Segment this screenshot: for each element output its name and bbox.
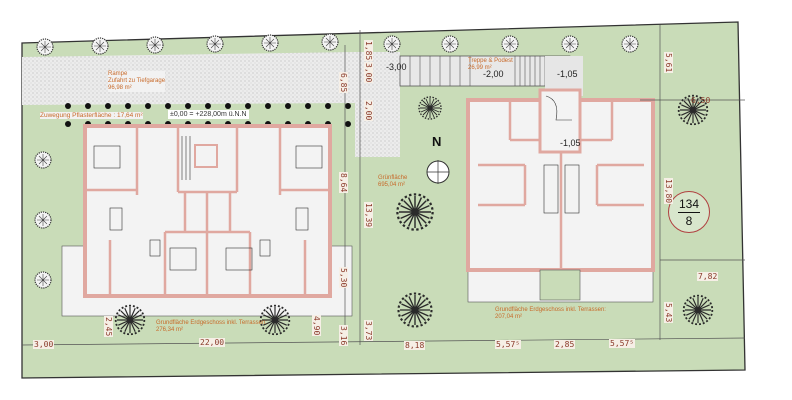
dim-4-90: 4,90 (312, 315, 321, 337)
elevation-stairs-mid: -2,00 (483, 69, 504, 79)
green-area-note: Grünfläche 695,04 m² (378, 175, 408, 188)
dim-3-16: 3,16 (339, 325, 348, 347)
dim-2-00: 2,00 (364, 100, 373, 122)
right-building (466, 88, 655, 303)
parcel-number-bottom: 8 (685, 214, 693, 228)
parcel-number-top: 134 (678, 197, 700, 211)
dim-22-00: 22,00 (199, 338, 226, 347)
basement-stairs (399, 55, 571, 87)
ground-floor-right-note: Grundfläche Erdgeschoss inkl. Terrassen:… (495, 307, 606, 320)
ground-floor-left-note: Grundfläche Erdgeschoss inkl. Terrassen:… (156, 320, 267, 333)
dim-5-57-b: 5,57⁵ (609, 339, 636, 348)
stairs-landing-note: Treppe & Podest 26,99 m² (468, 58, 513, 71)
dim-6-50: 6,50 (691, 96, 711, 105)
dim-2-85: 2,85 (554, 340, 576, 349)
ramp-paving (22, 52, 355, 105)
dim-13-80: 13,80 (664, 178, 673, 205)
elevation-ramp-bottom: -3,00 (386, 62, 407, 72)
dim-2-45: 2,45 (104, 316, 113, 338)
dim-3-00-vertical: 3,00 (364, 62, 373, 84)
dim-7-82: 7,82 (697, 272, 719, 281)
elevation-landing: -1,05 (557, 69, 578, 79)
elevation-stairwell: -1,05 (560, 138, 581, 148)
dim-3-73: 3,73 (364, 320, 373, 342)
dim-5-57-a: 5,57⁵ (495, 340, 522, 349)
dim-6-85: 6,85 (339, 72, 348, 94)
left-building (61, 124, 353, 317)
dim-3-00-horizontal: 3,00 (33, 340, 55, 349)
reference-elevation: ±0,00 = +228,00m ü.N.N (168, 110, 249, 119)
dim-8-64: 8,64 (339, 172, 348, 194)
dim-8-18: 8,18 (404, 341, 426, 350)
ramp-note: Rampe Zufahrt zu Tiefgarage 96,98 m² (108, 71, 166, 92)
dim-5-61: 5,61 (664, 52, 673, 74)
dim-5-43: 5,43 (664, 302, 673, 324)
dim-5-30: 5,30 (339, 267, 348, 289)
dim-1-85: 1,85 (364, 40, 373, 62)
dim-13-39: 13,39 (364, 202, 373, 229)
parcel-divider (678, 212, 700, 213)
parcel-number: 134 8 (668, 191, 710, 233)
access-paving-note: Zuwegung Pflasterfläche : 17,64 m² (40, 112, 143, 119)
north-label: N (432, 134, 442, 149)
access-path (355, 52, 400, 157)
